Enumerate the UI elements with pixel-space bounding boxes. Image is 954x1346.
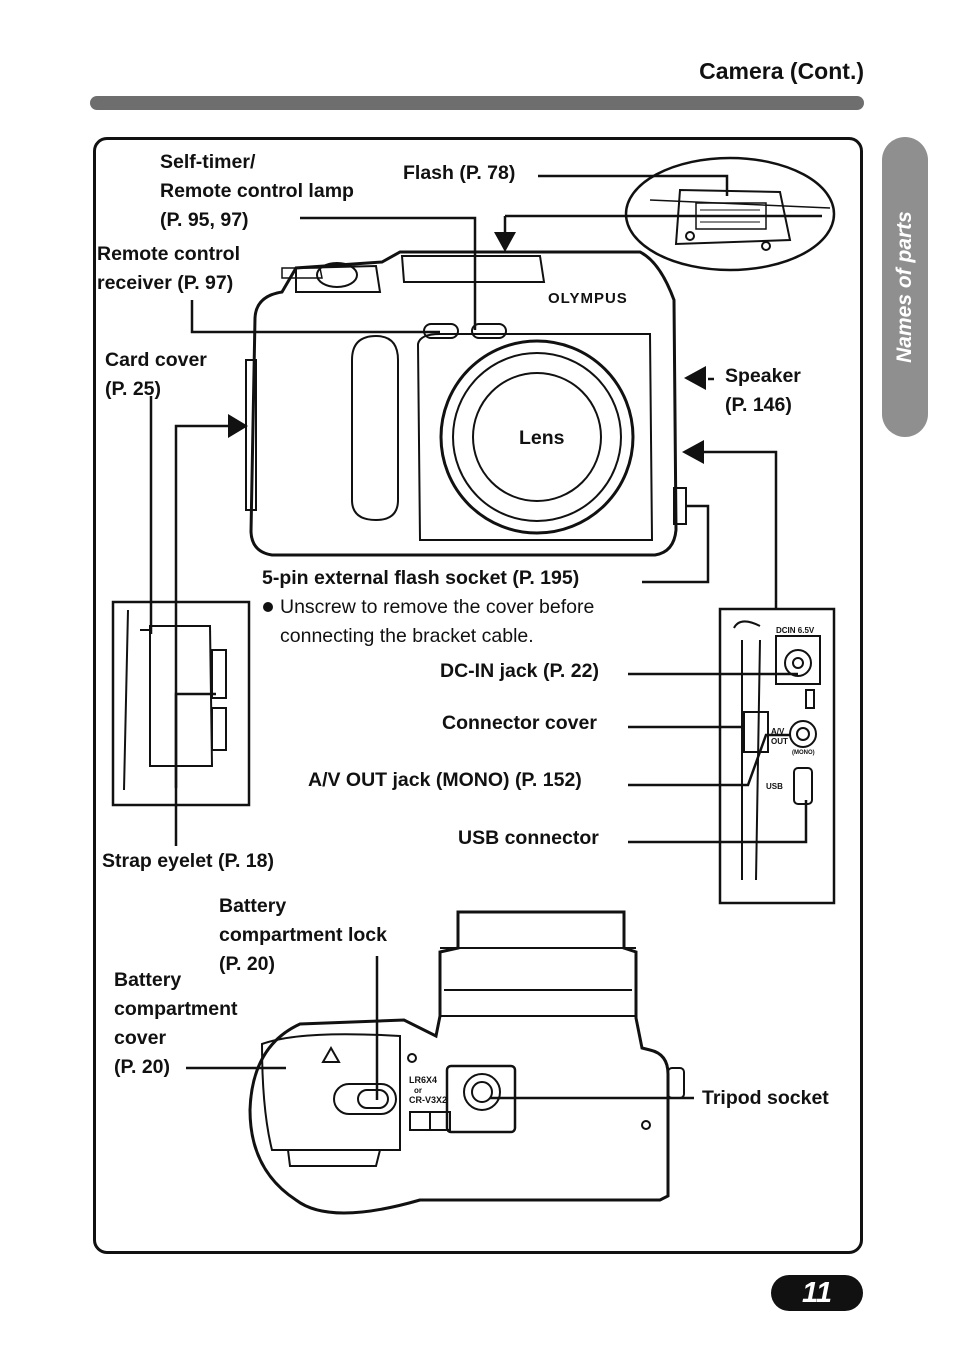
label-speaker: Speaker(P. 146) [725, 365, 801, 416]
battery-type-1: LR6X4 [409, 1075, 437, 1085]
label-lens: Lens [519, 427, 565, 449]
label-flash-socket: 5-pin external flash socket (P. 195) [262, 567, 580, 589]
page-number: 11 [771, 1275, 863, 1311]
dcin-marking: DCIN 6.5V [776, 626, 815, 635]
side-tab: Names of parts [882, 137, 928, 437]
label-card-cover: Card cover(P. 25) [105, 349, 207, 400]
label-dc-in: DC-IN jack (P. 22) [440, 660, 599, 682]
brand-marking: OLYMPUS [548, 290, 628, 307]
battery-type-3: CR-V3X2 [409, 1095, 447, 1105]
label-connector-cover: Connector cover [442, 712, 597, 734]
usb-marking: USB [766, 782, 783, 791]
battery-type-2: or [414, 1086, 422, 1095]
label-flash: Flash (P. 78) [403, 162, 516, 184]
label-self-timer: Self-timer/Remote control lamp(P. 95, 97… [160, 151, 354, 231]
label-tripod: Tripod socket [702, 1087, 829, 1109]
page-header-title: Camera (Cont.) [699, 58, 864, 84]
diagram-frame [93, 137, 863, 1254]
av-marking: A/V [771, 727, 785, 736]
mono-marking: (MONO) [792, 750, 815, 756]
header-rule [90, 96, 864, 110]
out-marking: OUT [771, 737, 788, 746]
label-strap: Strap eyelet (P. 18) [102, 850, 274, 872]
label-av-out: A/V OUT jack (MONO) (P. 152) [308, 769, 582, 791]
label-usb: USB connector [458, 827, 599, 849]
